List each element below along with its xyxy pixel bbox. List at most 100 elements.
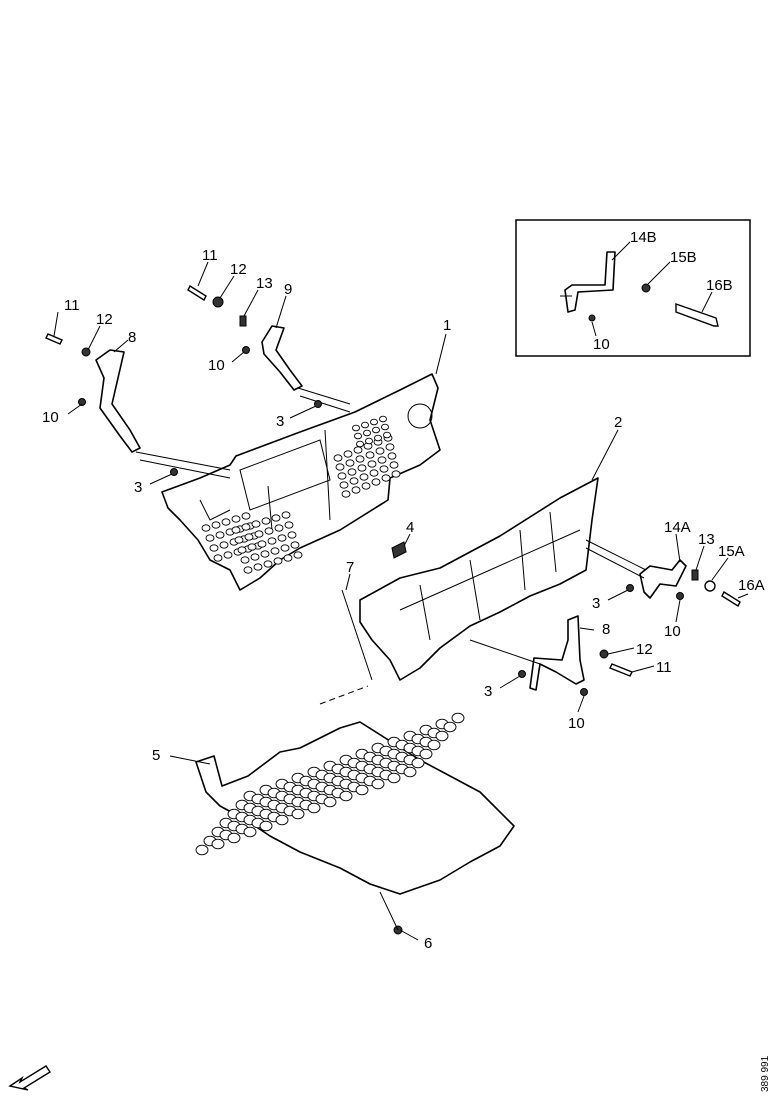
grid-cell [367,460,377,468]
grid-cell [250,553,260,561]
grid-cell [293,551,303,559]
callout-7: 7 [346,559,354,576]
grid-cell [259,820,273,832]
grid-cell [363,429,371,437]
grid-cell [403,766,417,778]
nut-10-inset [588,314,596,322]
inset-detail-box [515,219,751,357]
bracket-14b [564,251,616,313]
grid-cell [213,554,223,562]
grid-cell [339,790,353,802]
grid-cell [391,470,401,478]
callout-14b: 14B [630,229,657,246]
callout-6: 6 [424,935,432,952]
callout-8: 8 [602,621,610,638]
grid-cell [257,540,267,548]
grid-cell [211,838,225,850]
grid-cell [290,541,300,549]
grid-cell [381,423,389,431]
grid-cell [333,454,343,462]
grid-cell [215,531,225,539]
bracket-14a [585,539,687,599]
callout-15b: 15B [670,249,697,266]
grid-cell [237,546,247,554]
grid-cell [240,556,250,564]
grid-cell [377,456,387,464]
grid-cell [241,523,251,531]
grid-cell [283,554,293,562]
grid-cell [389,461,399,469]
grid-cell [354,432,362,440]
panel-2 [359,477,599,681]
grid-cell [231,526,241,534]
callout-16b: 16B [706,277,733,294]
grid-cell [323,796,337,808]
bracket-8-right [469,615,585,691]
callout-10: 10 [568,715,585,732]
callout-11: 11 [656,659,672,676]
grid-cell [435,730,449,742]
grid-cell [387,452,397,460]
grid-cell [365,451,375,459]
grid-cell [383,431,391,439]
grid-cell [352,424,360,432]
grid-cell [243,826,257,838]
grid-cell [251,520,261,528]
callout-8: 8 [128,329,136,346]
grid-cell [307,802,321,814]
grid-cell [274,524,284,532]
callout-10: 10 [664,623,681,640]
callout-3: 3 [276,413,284,430]
callout-3: 3 [592,595,600,612]
grid-cell [231,515,241,523]
grid-cell [209,544,219,552]
grid-cell [254,530,264,538]
grid-cell [270,547,280,555]
callout-1: 1 [443,317,451,334]
grid-cell [355,784,369,796]
grid-cell [381,474,391,482]
grid-cell [247,543,257,551]
grid-cell [291,808,305,820]
grid-cell [374,434,382,442]
grid-cell [241,512,251,520]
grid-cell [263,560,273,568]
grid-cell [273,557,283,565]
grid-cell [244,533,254,541]
clip-4 [391,541,407,559]
grid-cell [335,463,345,471]
grid-cell [443,721,457,733]
grid-cell [347,468,357,476]
grid-cell [369,469,379,477]
grid-cell [371,478,381,486]
callout-11: 11 [64,297,80,314]
grid-cell [264,527,274,535]
grid-cell [260,550,270,558]
grid-cell [379,465,389,473]
callout-10: 10 [593,336,610,353]
grid-cell [201,524,211,532]
callout-10: 10 [208,357,225,374]
callout-13: 13 [698,531,715,548]
nut-15b [641,283,651,293]
grid-cell [372,426,380,434]
leader-lines [53,261,749,941]
grid-cell [223,551,233,559]
grid-cell [195,844,209,856]
grid-cell [261,517,271,525]
grid-cell [355,455,365,463]
callout-3: 3 [484,683,492,700]
callout-12: 12 [230,261,247,278]
grid-cell [253,563,263,571]
grid-cell [277,534,287,542]
grid-cell [219,541,229,549]
callout-4: 4 [406,519,414,536]
callout-14a: 14A [664,519,691,536]
callout-16a: 16A [738,577,765,594]
callout-5: 5 [152,747,160,764]
reference-number: 389 991 [760,1055,771,1092]
panel-1-grid [201,415,401,574]
grid-cell [356,440,364,448]
pin-7 [319,589,373,705]
